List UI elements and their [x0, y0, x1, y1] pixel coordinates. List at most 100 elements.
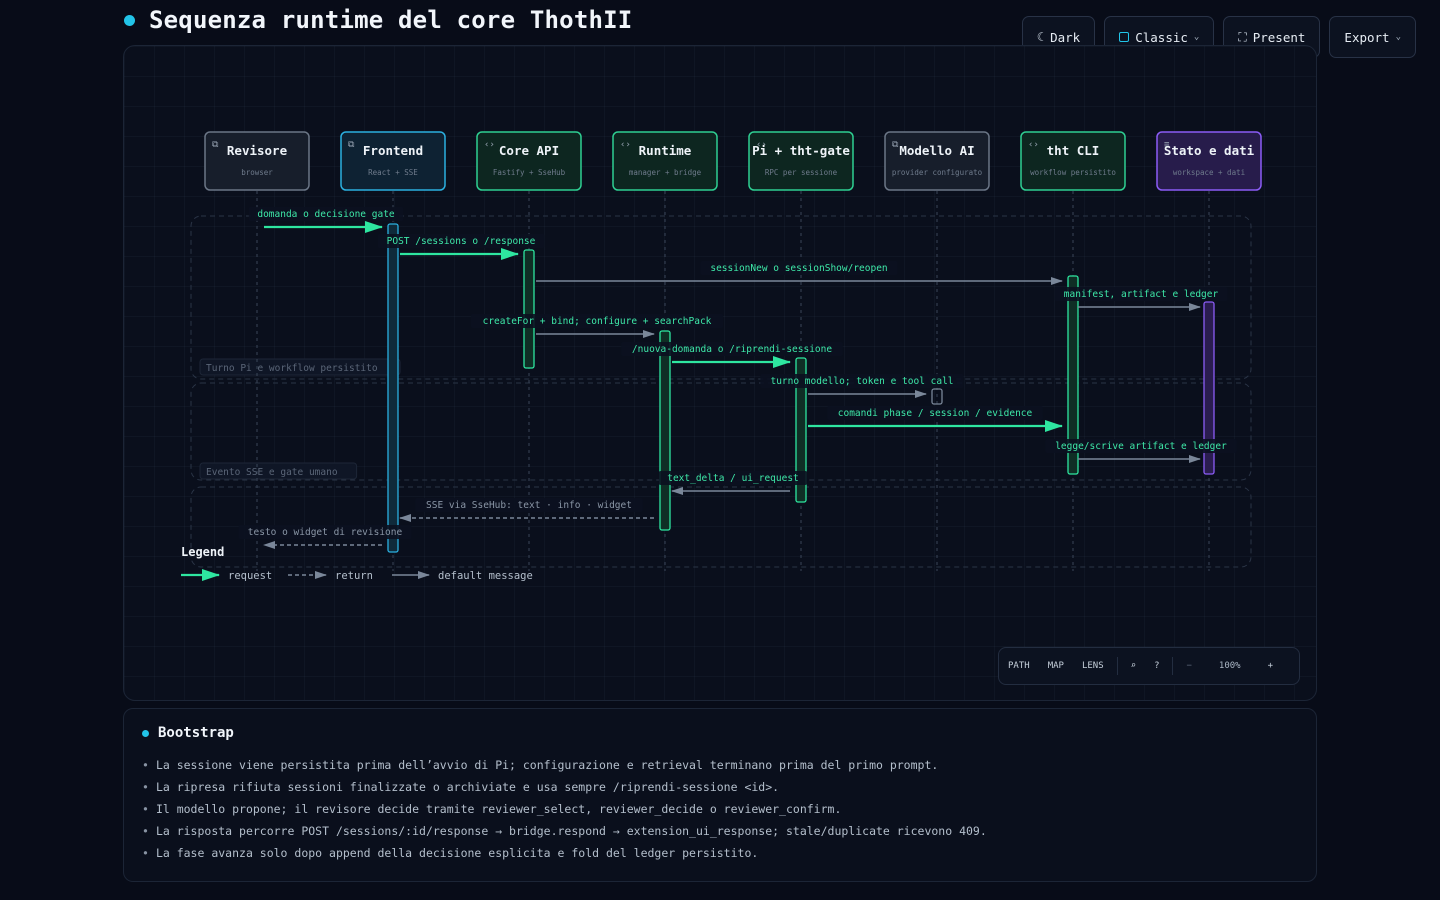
toolbar: ☾ Dark Classic ⌄ ⛶ Present Export ⌄ — [1021, 16, 1416, 58]
list-item: • La fase avanza solo dopo append della d… — [142, 842, 1298, 864]
message-label: manifest, artifact e ledger — [1064, 289, 1219, 300]
participant-name: Revisore — [227, 143, 288, 158]
help-icon[interactable]: ? — [1154, 661, 1160, 671]
legend-default-label: default message — [438, 570, 533, 582]
note-text: La fase avanza solo dopo append della de… — [155, 846, 759, 860]
message-label-bg — [700, 261, 898, 275]
chevron-down-icon: ⌄ — [1193, 32, 1200, 42]
notes-dot — [142, 729, 149, 737]
search-icon[interactable]: ⌕ — [1130, 661, 1137, 671]
participant-subtitle: workspace + dati — [1173, 168, 1245, 177]
bullet: • — [142, 758, 149, 772]
participant-box-frontend — [340, 131, 446, 191]
participant-box-core — [476, 131, 582, 191]
participant-box-store — [1156, 131, 1262, 191]
message-label: POST /sessions o /response — [387, 236, 536, 247]
list-item: • La sessione viene persistita prima dell… — [142, 754, 1298, 776]
notes-heading: Bootstrap — [142, 725, 1298, 741]
message-label-bg — [621, 342, 843, 356]
message-label: turno modello; token e tool call — [770, 376, 953, 387]
code-icon: ‹› — [1028, 140, 1039, 150]
note-text: Il modello propone; il revisore decide t… — [155, 802, 842, 816]
export-button[interactable]: Export ⌄ — [1329, 16, 1416, 58]
list-item: • La risposta percorre POST /sessions/:id… — [142, 820, 1298, 842]
participant-name: tht CLI — [1047, 143, 1100, 158]
list-item: • La ripresa rifiuta sessioni finalizzate… — [142, 776, 1298, 798]
participant-subtitle: provider configurato — [892, 168, 983, 177]
notes-panel: Bootstrap • La sessione viene persistita … — [123, 708, 1317, 882]
message-label: createFor + bind; configure + searchPack — [483, 316, 712, 327]
dark-mode-label: Dark — [1050, 29, 1081, 45]
note-text: La risposta percorre POST /sessions/:id/… — [155, 824, 987, 838]
theme-swatch-icon — [1119, 32, 1130, 42]
group-frame — [190, 486, 1252, 568]
title-status-dot — [124, 14, 135, 26]
code-icon: ‹› — [756, 140, 767, 150]
participant-box-runtime — [612, 131, 718, 191]
message-label: text_delta / ui_request — [667, 473, 799, 484]
message-label-bg — [248, 207, 404, 221]
group-label: Turno Pi e workflow persistito — [206, 363, 378, 374]
participant-name: Stato e dati — [1164, 143, 1255, 158]
legend-return-label: return — [335, 570, 373, 582]
participant-name: Pi + tht-gate — [752, 143, 850, 158]
export-label: Export — [1344, 29, 1390, 45]
message-label: sessionNew o sessionShow/reopen — [710, 263, 887, 274]
activation-bar-frontend — [387, 223, 399, 553]
participant-box-pi — [748, 131, 854, 191]
code-icon: ‹› — [620, 140, 631, 150]
participant-box-model — [884, 131, 990, 191]
moon-icon: ☾ — [1036, 30, 1045, 44]
activation-bar-model — [931, 388, 943, 405]
message-label-bg — [471, 314, 723, 328]
bullet: • — [142, 824, 149, 838]
participant-subtitle: Fastify + SseHub — [493, 168, 566, 177]
activation-bar-core — [523, 249, 535, 369]
code-icon: ‹› — [484, 140, 495, 150]
message-label: /nuova-domanda o /riprendi-sessione — [632, 344, 832, 355]
bullet: • — [142, 846, 149, 860]
activation-bar-runtime — [659, 330, 671, 531]
path-button[interactable]: PATH — [1008, 661, 1030, 671]
participant-name: Core API — [499, 143, 559, 158]
legend-title: Legend — [181, 545, 224, 559]
message-label-bg — [1054, 287, 1228, 301]
zoom-out-button[interactable]: − — [1186, 661, 1192, 671]
participant-subtitle: React + SSE — [368, 168, 418, 177]
legend-request-label: request — [228, 570, 272, 582]
page-title-text: Sequenza runtime del core ThothII — [149, 6, 633, 34]
activation-bar-pi — [795, 357, 807, 503]
lens-button[interactable]: LENS — [1081, 661, 1104, 671]
zoom-in-button[interactable]: + — [1267, 661, 1274, 671]
map-button[interactable]: MAP — [1047, 661, 1064, 671]
window-icon: ⧉ — [348, 140, 355, 150]
group-label-tag — [199, 358, 401, 376]
note-text: La ripresa rifiuta sessioni finalizzate … — [155, 780, 780, 794]
list-item: •Il modello propone; il revisore decide … — [142, 798, 1298, 820]
participant-box-cli — [1020, 131, 1126, 191]
group-label: Evento SSE e gate umano — [206, 467, 338, 478]
participant-subtitle: workflow persistito — [1030, 168, 1116, 177]
group-label-tag — [199, 462, 358, 480]
message-label: comandi phase / session / evidence — [838, 408, 1033, 419]
external-window-icon: ⧉ — [892, 140, 899, 150]
message-label-bg — [415, 498, 643, 512]
participant-subtitle: RPC per sessione — [765, 168, 838, 177]
activation-bar-store — [1203, 301, 1215, 475]
controls-divider — [1116, 657, 1118, 675]
message-label-bg — [238, 525, 412, 539]
participant-name: Modello AI — [899, 143, 974, 158]
page-title: Sequenza runtime del core ThothII — [124, 6, 632, 34]
participant-name: Frontend — [363, 143, 423, 158]
participant-box-revisore — [204, 131, 310, 191]
bullet: • — [142, 780, 149, 794]
note-text: La sessione viene persistita prima dell’… — [155, 758, 939, 772]
map-controls: PATH MAP LENS ⌕ ? − 100% + — [998, 647, 1300, 685]
controls-divider — [1172, 657, 1174, 675]
message-label-bg — [658, 471, 808, 485]
activation-bar-cli — [1067, 275, 1079, 475]
message-label-bg — [827, 406, 1043, 420]
message-label-bg — [1045, 439, 1237, 453]
